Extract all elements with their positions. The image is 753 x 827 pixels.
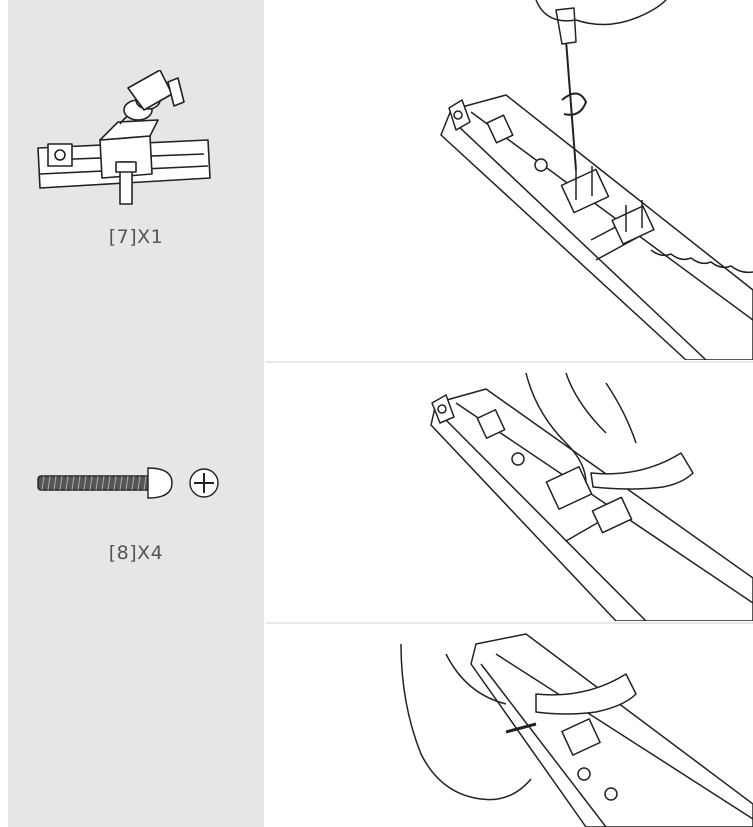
hand-inserting-clip-icon xyxy=(430,372,753,621)
screwdriver-on-rail-icon xyxy=(440,0,753,360)
part-item-7: [7]X1 xyxy=(8,70,264,248)
parts-sidebar: [7]X1 xyxy=(8,0,264,827)
part-label-7: [7]X1 xyxy=(108,226,164,248)
hand-pressing-clip-icon xyxy=(400,633,753,827)
part-item-8: [8]X4 xyxy=(8,458,264,564)
screw-icon xyxy=(37,467,219,499)
part-label-8: [8]X4 xyxy=(108,542,164,564)
bracket-assembly-icon xyxy=(37,70,211,205)
step-panel-2 xyxy=(266,363,753,621)
step-divider-2 xyxy=(266,622,753,624)
step-divider-1 xyxy=(266,361,753,363)
step-panel-3 xyxy=(266,624,753,827)
step-panel-1 xyxy=(266,0,753,360)
